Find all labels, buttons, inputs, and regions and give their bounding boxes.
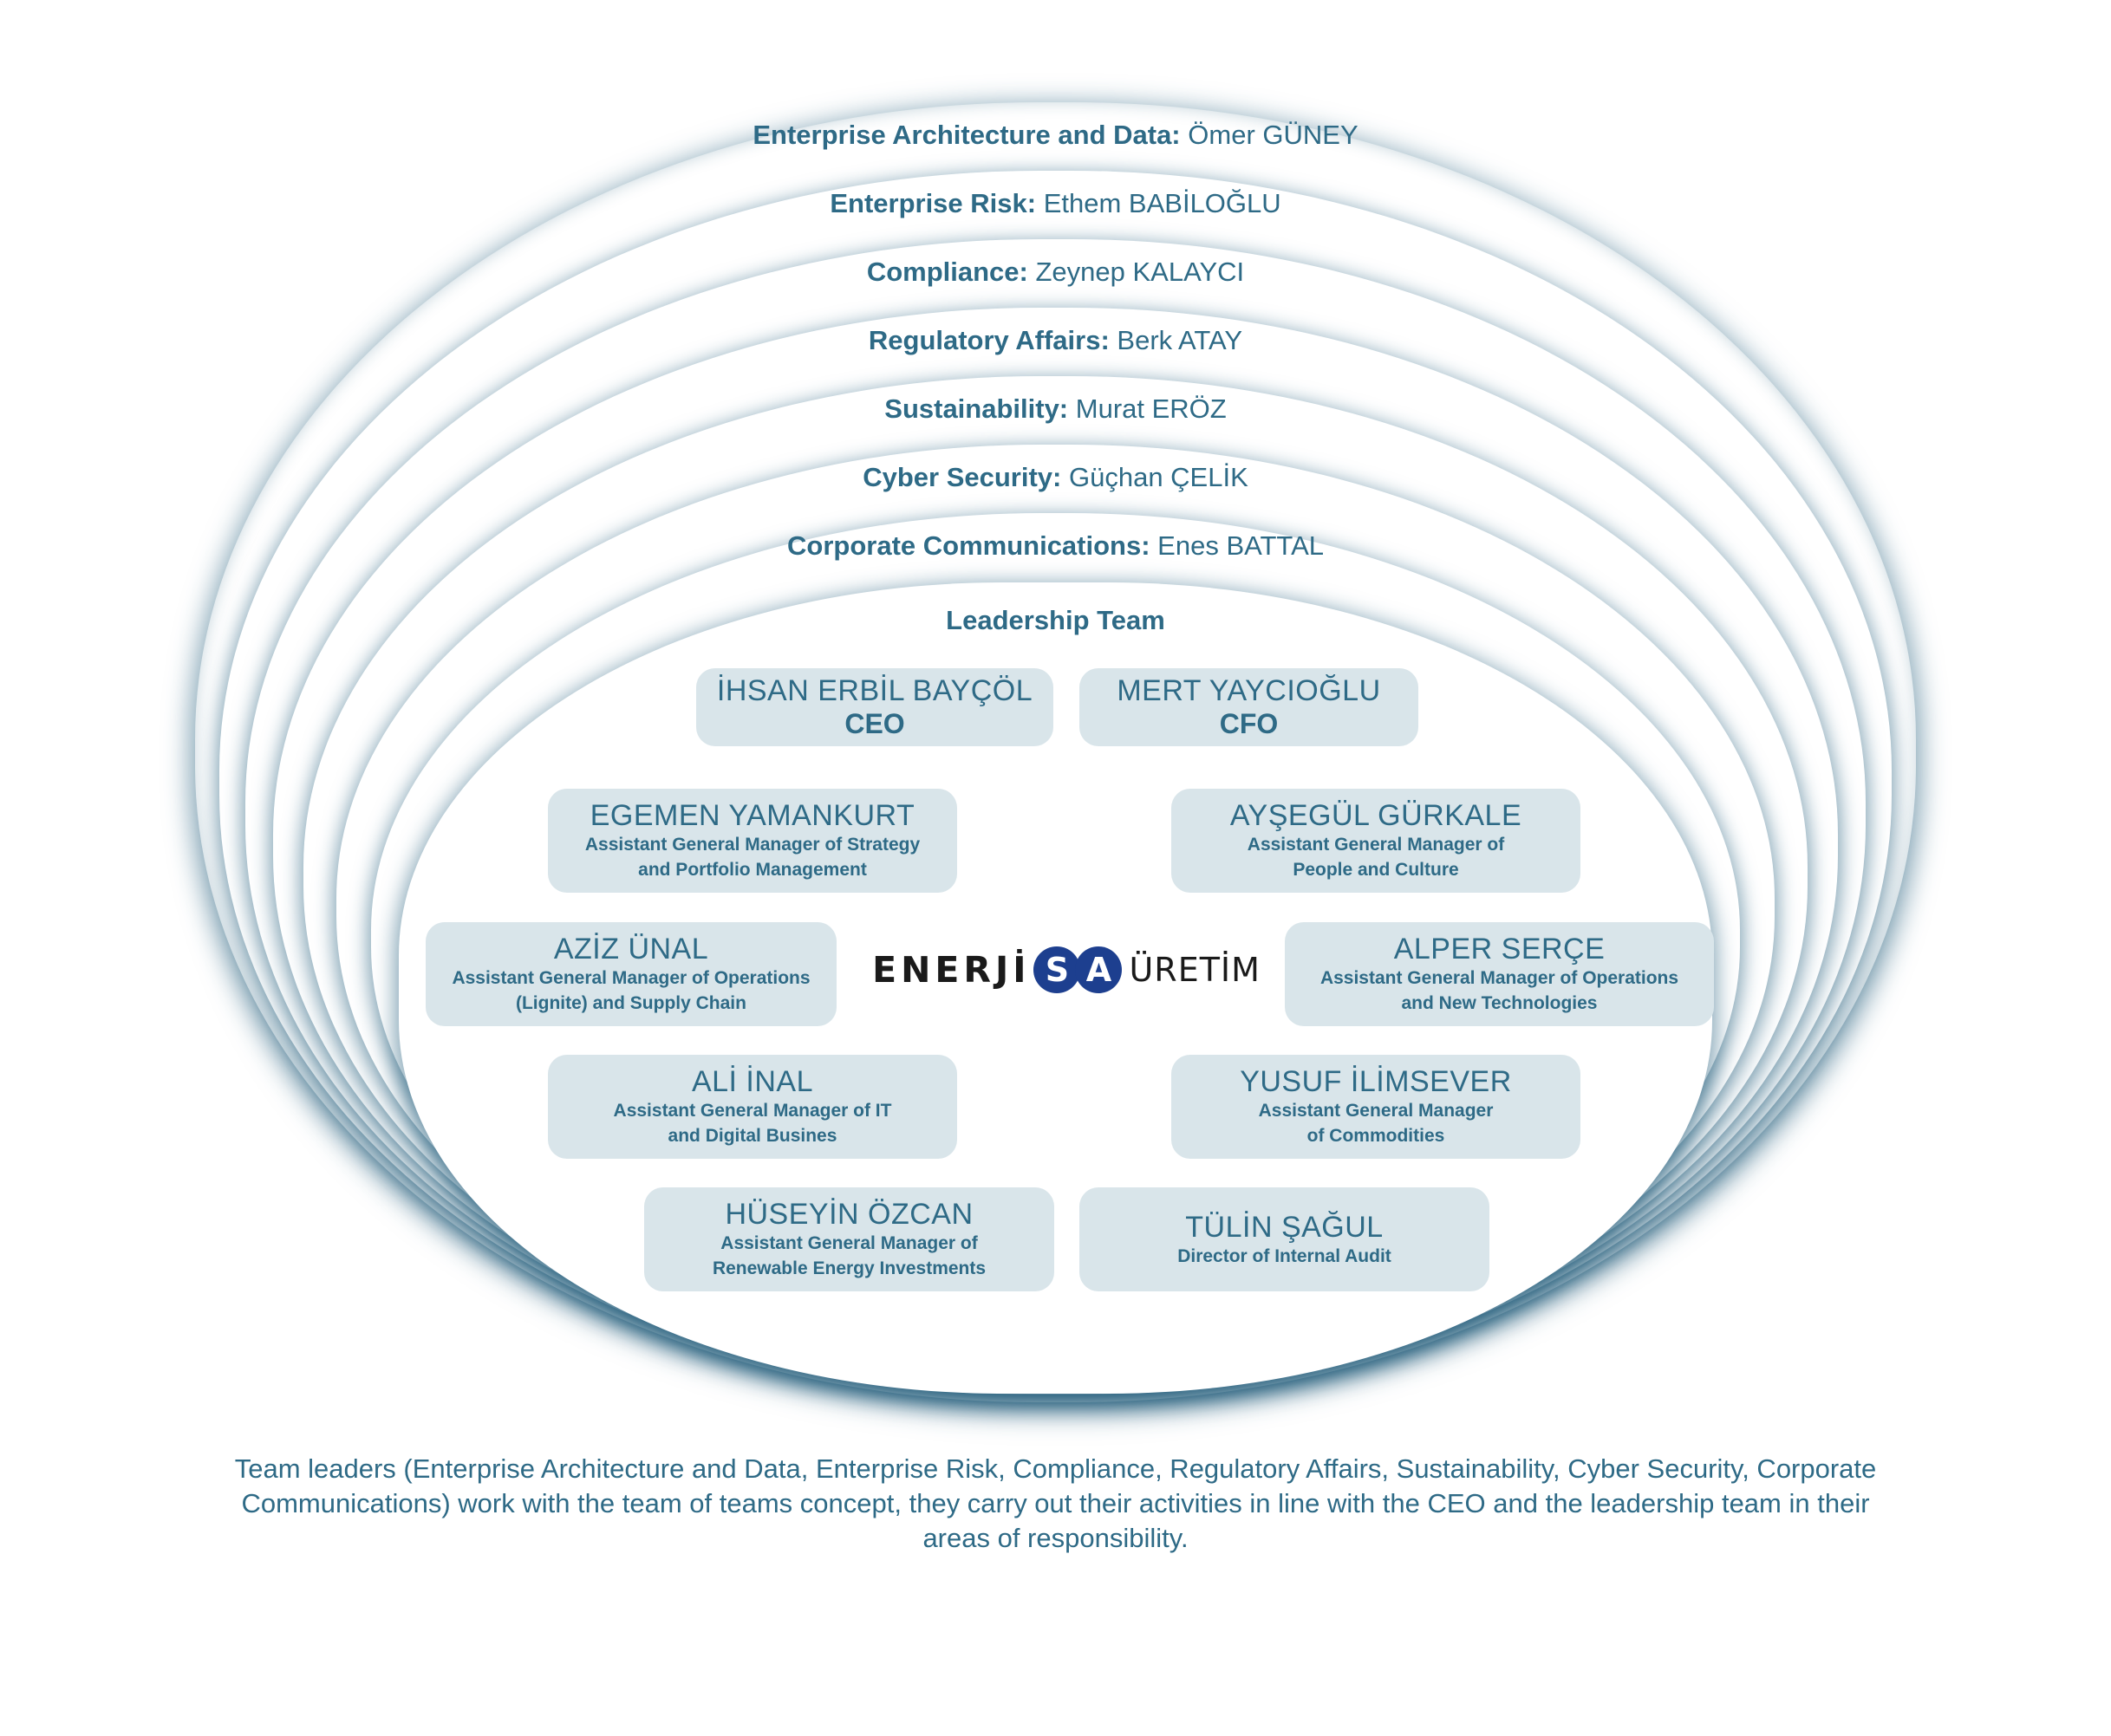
ring-label: Compliance: Zeynep KALAYCI <box>245 257 1866 288</box>
member-title: Director of Internal Audit <box>1177 1245 1391 1266</box>
logo-letter-s: S <box>1033 946 1081 993</box>
ring-role: Enterprise Architecture and Data: <box>753 120 1181 150</box>
member-name: ALİ İNAL <box>691 1065 814 1098</box>
logo-brand: ENERJİ <box>872 949 1031 991</box>
member-name: ALPER SERÇE <box>1393 933 1606 966</box>
member-title: Assistant General Manager of IT and Digi… <box>613 1101 892 1146</box>
ring-label: Regulatory Affairs: Berk ATAY <box>273 325 1838 356</box>
ring-label: Cyber Security: Güçhan ÇELİK <box>336 462 1775 493</box>
card-cfo: MERT YAYCIOĞLU CFO <box>1079 668 1418 746</box>
member-name: HÜSEYİN ÖZCAN <box>725 1198 974 1231</box>
card-it-digital: ALİ İNAL Assistant General Manager of IT… <box>548 1055 957 1159</box>
ring-role: Regulatory Affairs: <box>868 325 1110 355</box>
member-name: YUSUF İLİMSEVER <box>1240 1065 1512 1098</box>
ring-label: Sustainability: Murat ERÖZ <box>303 393 1808 425</box>
ring-role: Corporate Communications: <box>787 530 1150 561</box>
leadership-team-title: Leadership Team <box>946 605 1165 635</box>
ring-role: Cyber Security: <box>863 462 1062 492</box>
member-title: Assistant General Manager of Commodities <box>1258 1101 1494 1146</box>
ring-role: Compliance: <box>866 257 1028 287</box>
ring-person: Güçhan ÇELİK <box>1068 462 1248 492</box>
card-renewable: HÜSEYİN ÖZCAN Assistant General Manager … <box>644 1187 1054 1291</box>
member-title: Assistant General Manager of Operations … <box>452 968 811 1013</box>
ring-person: Zeynep KALAYCI <box>1035 257 1245 287</box>
ring-role: Enterprise Risk: <box>830 188 1037 218</box>
member-title: Assistant General Manager of Strategy an… <box>584 835 921 880</box>
member-title: Assistant General Manager of Renewable E… <box>712 1233 987 1278</box>
ring-person: Ethem BABİLOĞLU <box>1043 188 1281 218</box>
card-strategy: EGEMEN YAMANKURT Assistant General Manag… <box>548 789 957 893</box>
member-name: İHSAN ERBİL BAYÇÖL <box>716 674 1033 707</box>
card-operations-lignite: AZİZ ÜNAL Assistant General Manager of O… <box>426 922 837 1026</box>
ring-label: Corporate Communications: Enes BATTAL <box>371 530 1740 562</box>
ring-label: Enterprise Architecture and Data: Ömer G… <box>195 120 1916 151</box>
member-name: MERT YAYCIOĞLU <box>1117 674 1381 707</box>
member-name: TÜLİN ŞAĞUL <box>1185 1210 1384 1244</box>
enerjisa-uretim-logo: ENERJİ S A ÜRETİM <box>867 940 1266 1000</box>
member-name: AZİZ ÜNAL <box>553 933 709 966</box>
member-title: Assistant General Manager of Operations … <box>1319 968 1679 1013</box>
ring-person: Berk ATAY <box>1117 325 1243 355</box>
ring-person: Ömer GÜNEY <box>1188 120 1358 150</box>
card-ceo: İHSAN ERBİL BAYÇÖL CEO <box>696 668 1053 746</box>
card-commodities: YUSUF İLİMSEVER Assistant General Manage… <box>1171 1055 1580 1159</box>
logo-letter-a: A <box>1075 946 1123 993</box>
card-operations-new-tech: ALPER SERÇE Assistant General Manager of… <box>1285 922 1714 1026</box>
member-name: EGEMEN YAMANKURT <box>590 799 915 832</box>
ring-person: Murat ERÖZ <box>1075 393 1227 424</box>
ring-person: Enes BATTAL <box>1157 530 1324 561</box>
card-people-culture: AYŞEGÜL GÜRKALE Assistant General Manage… <box>1171 789 1580 893</box>
member-title: CEO <box>844 708 905 739</box>
card-internal-audit: TÜLİN ŞAĞUL Director of Internal Audit <box>1079 1187 1489 1291</box>
member-name: AYŞEGÜL GÜRKALE <box>1229 799 1522 832</box>
member-title: Assistant General Manager of People and … <box>1247 835 1505 880</box>
ring-role: Sustainability: <box>884 393 1069 424</box>
logo-sub: ÜRETİM <box>1129 951 1261 989</box>
ring-label: Enterprise Risk: Ethem BABİLOĞLU <box>219 188 1892 219</box>
member-title: CFO <box>1219 708 1279 739</box>
footer-note: Team leaders (Enterprise Architecture an… <box>234 1453 1877 1553</box>
logo-sa-mark: S A <box>1033 946 1123 993</box>
